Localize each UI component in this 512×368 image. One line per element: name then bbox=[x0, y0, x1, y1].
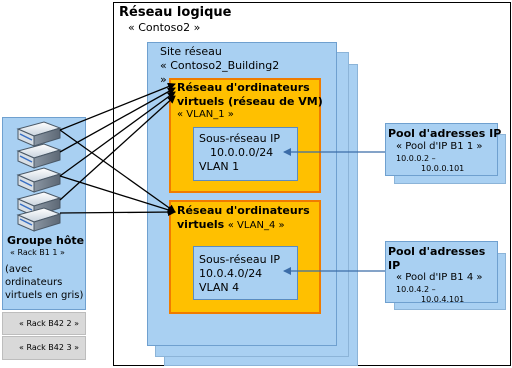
site-name-end: » bbox=[160, 73, 167, 86]
pool-2-range-start: 10.0.4.2 – bbox=[396, 285, 436, 294]
pool-1-range-end: 10.0.0.101 bbox=[421, 164, 465, 173]
vm-network-1-title-line1: Réseau d'ordinateurs bbox=[177, 81, 310, 94]
host-group-note-line1: (avec bbox=[5, 264, 33, 275]
subnet-1-box bbox=[193, 127, 298, 181]
host-group-note-line3: virtuels en gris) bbox=[5, 290, 84, 301]
pool-1-name: « Pool d'IP B1 1 » bbox=[396, 141, 483, 152]
host-link-7 bbox=[59, 208, 176, 217]
vm-network-1-title-line2: virtuels (réseau de VM) bbox=[177, 95, 323, 108]
pool-1-title: Pool d'adresses IP bbox=[388, 127, 502, 140]
pool-2-name: « Pool d'IP B1 4 » bbox=[396, 272, 483, 283]
pool-2-title-line2: IP bbox=[388, 259, 401, 272]
host-link-4 bbox=[59, 95, 176, 201]
pool-2-title-line1: Pool d'adresses bbox=[388, 245, 486, 258]
host-link-3 bbox=[59, 91, 176, 177]
vm-network-2-title-line1: Réseau d'ordinateurs bbox=[177, 204, 310, 217]
server-5-icon bbox=[16, 207, 62, 232]
host-link-1 bbox=[59, 82, 176, 131]
site-label: Site réseau bbox=[160, 45, 222, 58]
pool-1-range-start: 10.0.0.2 – bbox=[396, 154, 436, 163]
server-3-icon bbox=[16, 167, 62, 193]
pool-1-box bbox=[385, 123, 498, 176]
logical-network-name: « Contoso2 » bbox=[128, 21, 201, 34]
pool-2-box bbox=[385, 241, 498, 303]
rack-b42-3-label: « Rack B42 3 » bbox=[19, 343, 80, 352]
subnet-2-label: Sous-réseau IP bbox=[199, 253, 281, 266]
host-link-6 bbox=[59, 175, 176, 214]
server-2-icon bbox=[16, 143, 62, 169]
rack-b42-2-box bbox=[2, 312, 86, 335]
host-link-5 bbox=[59, 129, 176, 213]
subnet-2-box bbox=[193, 246, 298, 300]
host-group-rack: « Rack B1 1 » bbox=[10, 248, 65, 257]
subnet-1-vlan: VLAN 1 bbox=[199, 160, 240, 173]
site-name: « Contoso2_Building2 bbox=[160, 59, 280, 72]
rack-b42-2-label: « Rack B42 2 » bbox=[19, 319, 80, 328]
subnet-1-address: 10.0.0.0/24 bbox=[210, 146, 274, 159]
vm-network-2-vlan: « VLAN_4 » bbox=[227, 220, 285, 231]
server-1-icon bbox=[16, 121, 62, 147]
host-group-note-line2: ordinateurs bbox=[5, 277, 63, 288]
pool-2-range-end: 10.0.4.101 bbox=[421, 295, 465, 304]
subnet-2-vlan: VLAN 4 bbox=[199, 281, 240, 294]
vm-network-2-title-line2: virtuels bbox=[177, 218, 225, 231]
subnet-2-address: 10.0.4.0/24 bbox=[199, 267, 263, 280]
vm-network-1-vlan: « VLAN_1 » bbox=[177, 109, 234, 120]
host-link-2 bbox=[59, 87, 176, 153]
logical-network-title: Réseau logique bbox=[119, 5, 232, 20]
host-group-title: Groupe hôte bbox=[7, 234, 85, 247]
rack-b42-3-box bbox=[2, 336, 86, 360]
subnet-1-label: Sous-réseau IP bbox=[199, 132, 281, 145]
vm-network-2-title-row: virtuels « VLAN_4 » bbox=[177, 219, 285, 231]
